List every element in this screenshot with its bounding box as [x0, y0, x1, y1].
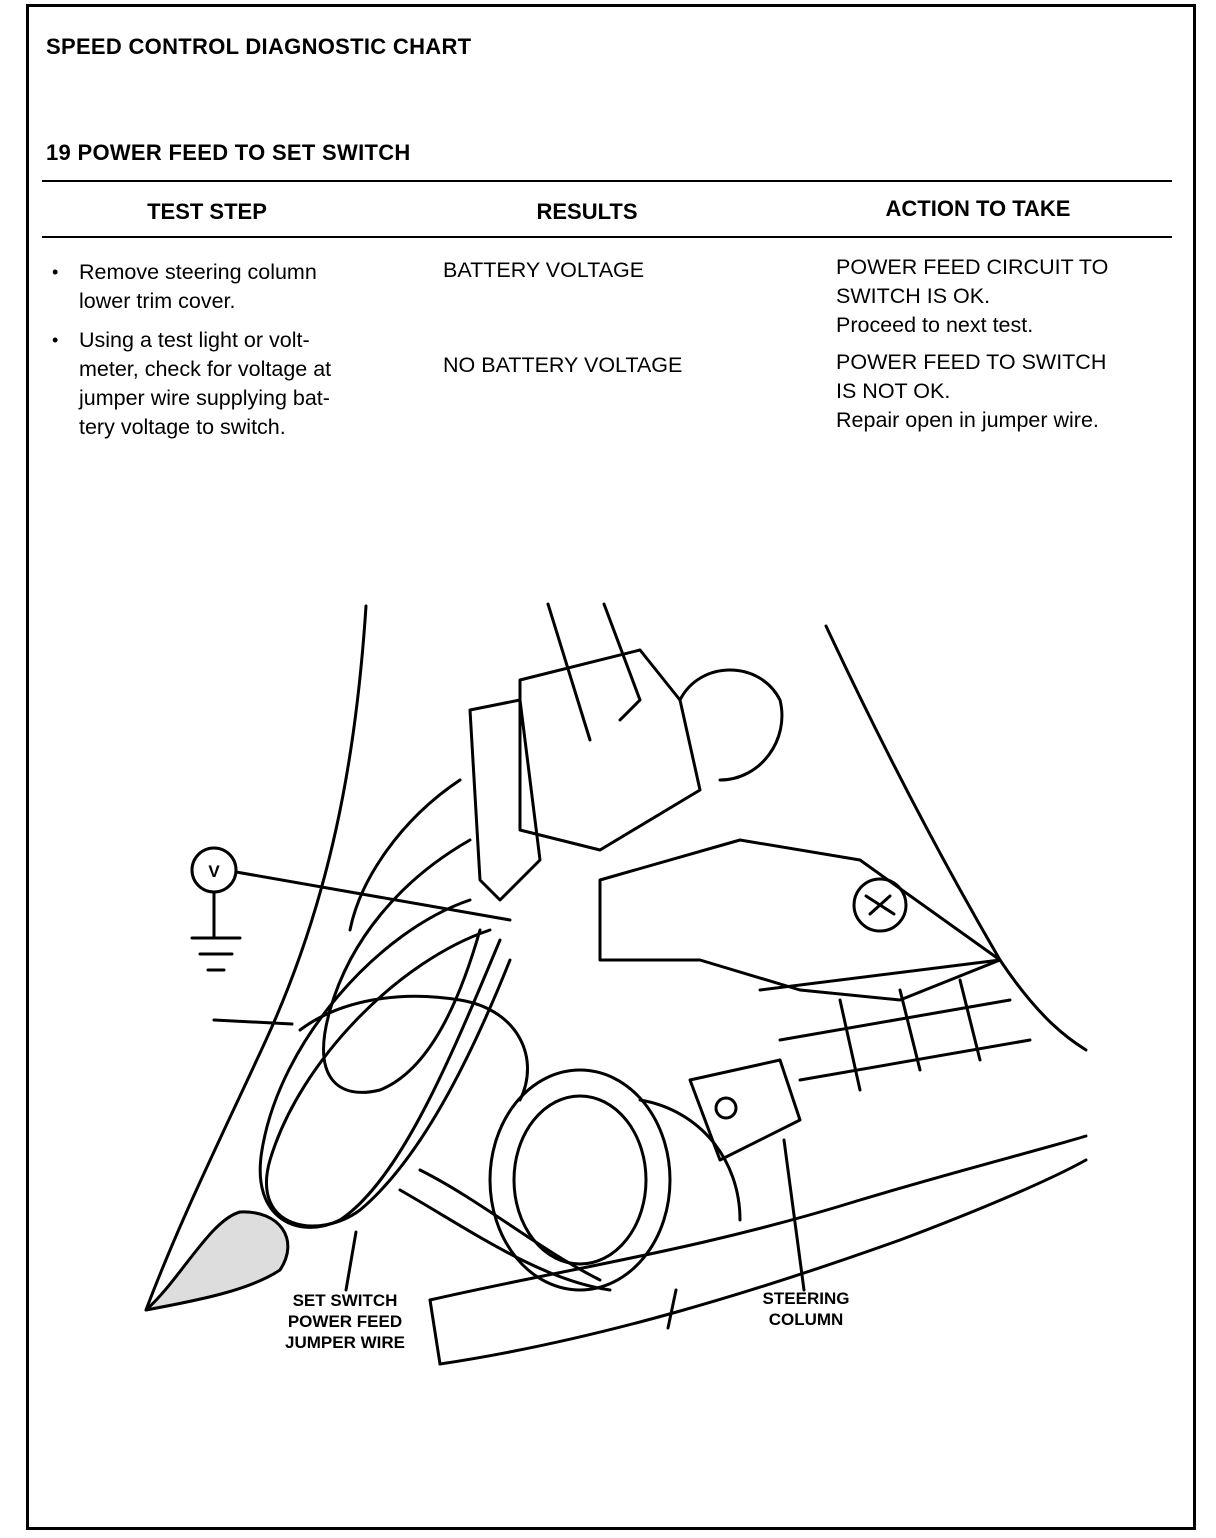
chart-title: SPEED CONTROL DIAGNOSTIC CHART	[46, 34, 472, 59]
voltmeter-lead	[234, 870, 512, 922]
switch-barrel	[488, 1068, 672, 1292]
test-step-item: • Using a test light or volt- meter, che…	[48, 326, 408, 442]
callout-jumper-wire: SET SWITCH POWER FEED JUMPER WIRE	[270, 1290, 420, 1353]
ground-symbol-icon	[190, 936, 242, 972]
test-step-line: tery voltage to switch.	[79, 415, 286, 439]
action-line: POWER FEED CIRCUIT TO	[836, 255, 1109, 279]
callout-line: STEERING	[762, 1289, 850, 1308]
action-line: Proceed to next test.	[836, 313, 1034, 337]
action-block-ok: POWER FEED CIRCUIT TO SWITCH IS OK. Proc…	[836, 253, 1176, 340]
column-ribs	[758, 958, 1032, 1092]
column-header-action: ACTION TO TAKE	[885, 196, 1071, 221]
test-title: 19 POWER FEED TO SET SWITCH	[46, 140, 411, 165]
wire-harness	[265, 928, 512, 1228]
test-step-line: Using a test light or volt-	[79, 328, 310, 352]
test-step-item: • Remove steering column lower trim cove…	[48, 258, 408, 316]
test-step-line: lower trim cover.	[79, 289, 236, 313]
page-frame	[26, 4, 1196, 1530]
column-shroud-edge	[824, 624, 1088, 1052]
bullet-icon: •	[52, 262, 59, 282]
callout-leader-column	[782, 1138, 806, 1292]
action-line: SWITCH IS OK.	[836, 284, 991, 308]
mounting-bracket	[598, 838, 1002, 1002]
action-line: POWER FEED TO SWITCH	[836, 350, 1107, 374]
bullet-icon: •	[52, 330, 59, 350]
column-lower-body	[428, 1134, 1088, 1302]
callout-line: SET SWITCH	[292, 1291, 398, 1310]
table-header-rule	[42, 236, 1172, 238]
voltmeter-symbol: V	[208, 862, 220, 881]
hand-glove	[144, 1210, 290, 1312]
column-post	[546, 602, 642, 742]
switch-connector	[468, 698, 542, 902]
callout-line: COLUMN	[768, 1310, 844, 1329]
dash-panel-edge	[144, 604, 368, 1312]
callout-line: POWER FEED	[287, 1312, 403, 1331]
callout-steering-column: STEERING COLUMN	[746, 1288, 866, 1330]
test-step-line: meter, check for voltage at	[79, 357, 332, 381]
test-step-list: • Remove steering column lower trim cove…	[48, 258, 408, 452]
action-block-not-ok: POWER FEED TO SWITCH IS NOT OK. Repair o…	[836, 348, 1176, 435]
switch-housing	[518, 648, 702, 852]
result-no-battery-voltage: NO BATTERY VOLTAGE	[443, 353, 683, 377]
hook-bracket	[678, 668, 784, 782]
column-block	[688, 1058, 802, 1162]
table-top-rule	[42, 180, 1172, 182]
test-step-line: jumper wire supplying bat-	[79, 386, 330, 410]
bracket-bolt-icon	[852, 877, 908, 933]
action-line: IS NOT OK.	[836, 379, 951, 403]
column-header-test-step: TEST STEP	[147, 199, 267, 224]
test-step-line: Remove steering column	[79, 260, 317, 284]
column-header-results: RESULTS	[536, 199, 638, 224]
result-battery-voltage: BATTERY VOLTAGE	[443, 258, 645, 282]
callout-line: JUMPER WIRE	[285, 1333, 405, 1352]
column-lower-edge	[438, 1158, 1088, 1366]
action-line: Repair open in jumper wire.	[836, 408, 1099, 432]
callout-leader-jumper	[344, 1230, 358, 1292]
